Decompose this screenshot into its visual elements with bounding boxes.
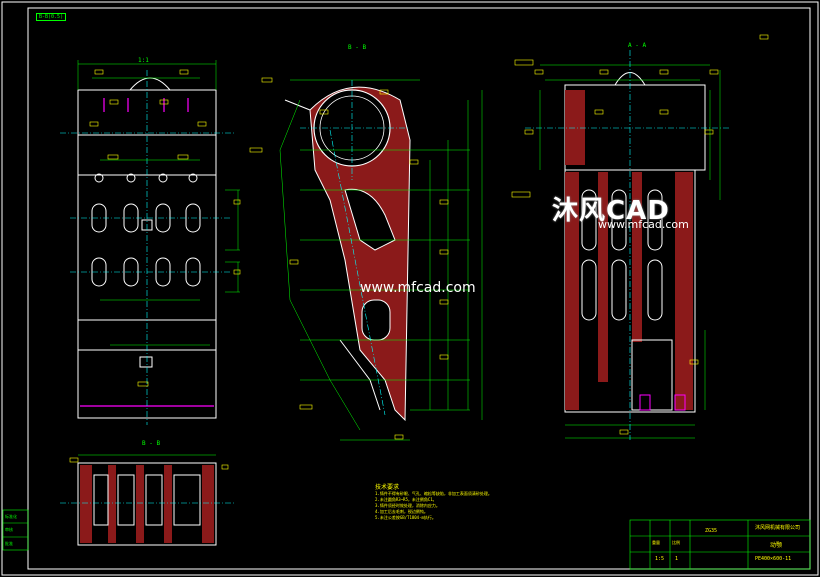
front-view-dims	[77, 60, 240, 346]
side-view-centerlines	[300, 80, 410, 416]
section-label-bottom-left: B - B	[142, 440, 161, 447]
title-part-name: 动颚	[770, 542, 783, 549]
top-view-centerlines	[525, 50, 730, 440]
watermark-logo: 沐风CAD	[552, 196, 670, 226]
technical-notes: 技术要求 1.铸件不得有砂眼、气孔、缩松等缺陷，非加工表面须清砂处理。 2.未注…	[375, 482, 525, 521]
title-drawing-no: PE400×600-11	[755, 556, 792, 562]
note-1: 1.铸件不得有砂眼、气孔、缩松等缺陷，非加工表面须清砂处理。	[375, 491, 492, 496]
section-label-top-right: A - A	[628, 42, 647, 49]
left-label-standard: 标准化	[5, 514, 17, 519]
top-left-tag: B-B(0.5)	[36, 13, 67, 21]
section-b-view	[60, 454, 235, 546]
title-scale: 1:5	[655, 556, 665, 562]
title-block	[629, 519, 811, 570]
title-mass-label: 重量	[652, 540, 660, 545]
left-label-approve: 批准	[5, 541, 13, 546]
note-4: 4.加工后去毛刺，锐边倒钝。	[375, 509, 428, 514]
title-sheet: 1	[675, 556, 679, 562]
title-material: ZG35	[705, 528, 718, 534]
watermark-url: www.mfcad.com	[598, 218, 689, 231]
section-label-top-center: B - B	[348, 44, 367, 51]
note-5: 5.未注公差按GB/T1804-m执行。	[375, 515, 436, 520]
note-2: 2.未注圆角R3~R5，未注倒角C1。	[375, 497, 437, 502]
side-view	[284, 86, 411, 422]
front-view-magenta	[80, 98, 214, 407]
title-small-label: 比例	[672, 540, 680, 545]
top-view-dims	[539, 64, 721, 439]
watermark-url-center: www.mfcad.com	[360, 280, 476, 296]
title-company: 沐风网机械有限公司	[755, 525, 801, 531]
front-view-centerlines	[60, 70, 235, 425]
inner-frame	[27, 7, 811, 570]
annotation-tags	[69, 34, 769, 470]
top-view	[564, 72, 706, 413]
left-label-review: 审核	[5, 527, 13, 532]
side-view-dims	[279, 79, 483, 441]
notes-title: 技术要求	[375, 484, 400, 491]
scale-label: 1:1	[138, 57, 149, 64]
left-margin-table	[2, 509, 29, 551]
note-3: 3.铸件须经时效处理，消除内应力。	[375, 503, 440, 508]
